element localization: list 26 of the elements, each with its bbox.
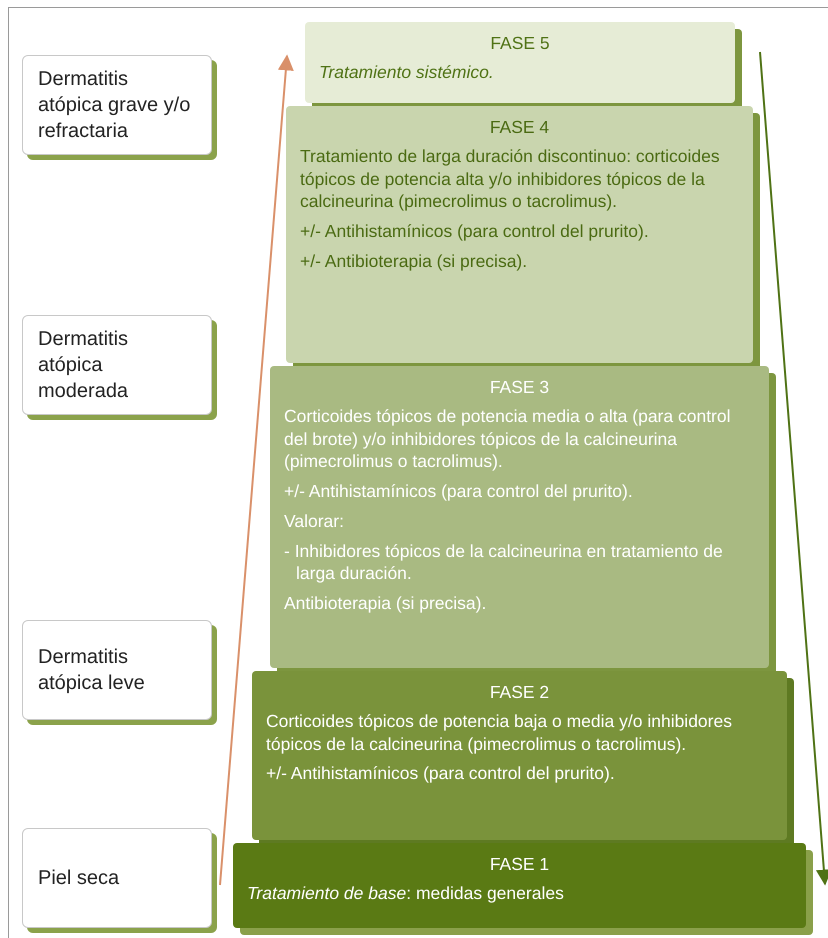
phase-text: Tratamiento sistémico. — [319, 60, 495, 84]
phase-heading: FASE 3 — [488, 376, 550, 399]
phase-text: Corticoides tópicos de potencia media o alta (para control del brote) y/o inhibidores tópicos de la calcineurina (pimecrolimus o tacrolimus). — [284, 404, 732, 473]
phase-text: Valorar: — [284, 510, 345, 532]
phase-box — [286, 106, 753, 363]
phase-text: +/- Antihistamínicos (para control del prurito). — [284, 480, 634, 503]
severity-text: Dermatitis atópica moderada — [38, 327, 130, 404]
phase-heading: FASE 4 — [488, 116, 550, 139]
phase-text: - Inhibidores tópicos de la calcineurina en tratamiento de larga duración. — [284, 540, 724, 585]
phase-box — [252, 671, 787, 840]
phase-text: Corticoides tópicos de potencia baja o media y/o inhibidores tópicos de la calcineurina (pimecrolimus o tacrolimus). — [266, 710, 733, 756]
phase-text: Tratamiento de base: medidas generales — [247, 882, 565, 904]
phase-box — [233, 843, 806, 928]
severity-text: Piel seca — [38, 866, 120, 891]
phase-box — [270, 366, 769, 668]
phase-heading: FASE 1 — [488, 853, 550, 876]
phase-text: +/- Antihistamínicos (para control del prurito). — [300, 220, 650, 243]
phase-text: +/- Antibioterapia (si precisa). — [300, 250, 528, 272]
severity-text: Dermatitis atópica leve — [38, 645, 146, 696]
severity-text: Dermatitis atópica grave y/o refractaria — [38, 67, 192, 144]
phase-heading: FASE 2 — [488, 681, 550, 704]
phase-text: Antibioterapia (si precisa). — [284, 592, 488, 615]
phase-text: +/- Antihistamínicos (para control del prurito). — [266, 762, 616, 785]
phase-box — [305, 22, 735, 103]
phase-heading: FASE 5 — [489, 32, 551, 55]
phase-text: Tratamiento de larga duración discontinuo: corticoides tópicos de potencia alta y/o inhibidores tópicos de la calcineurina (pimecrolimus o tacrolimus). — [300, 144, 721, 213]
